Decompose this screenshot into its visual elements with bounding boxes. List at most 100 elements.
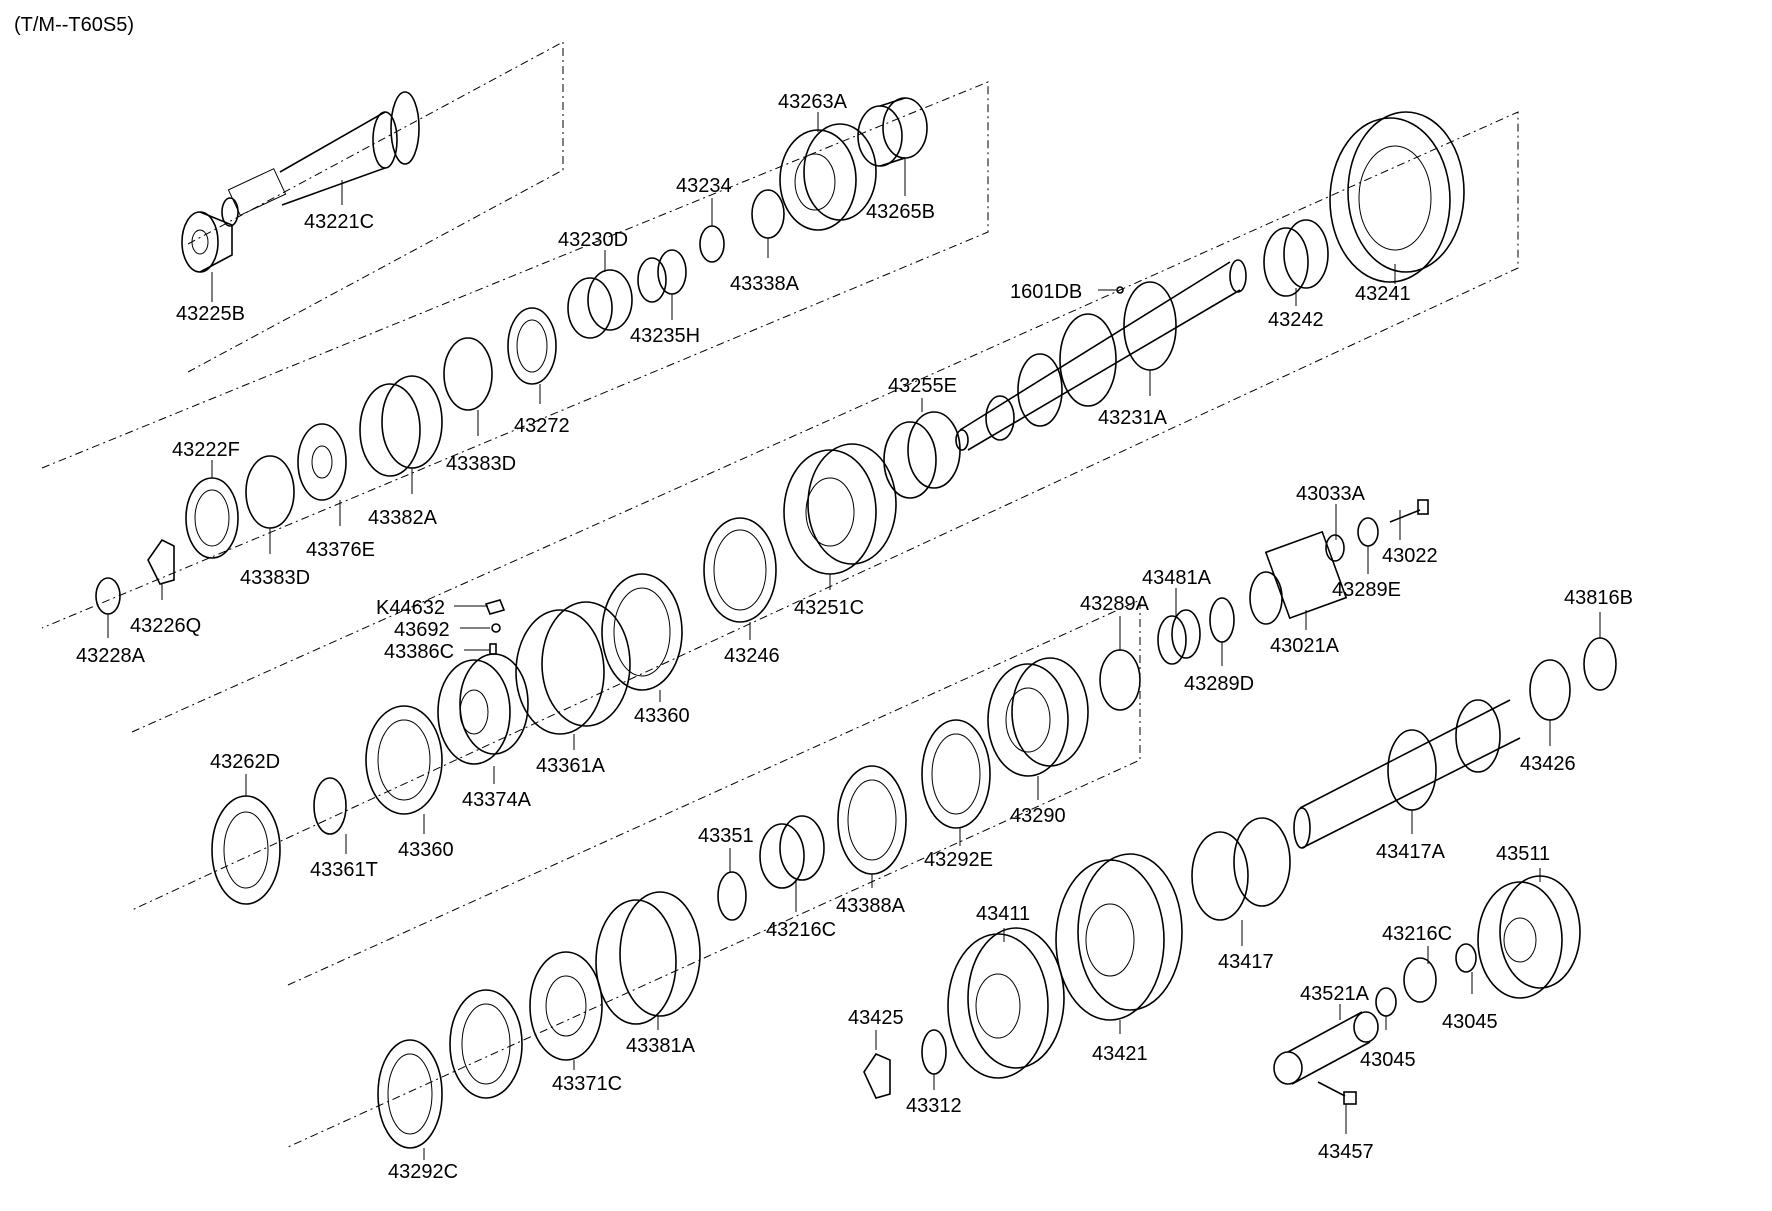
ring-43292C	[377, 1039, 443, 1149]
label-43338A: 43338A	[730, 273, 800, 295]
label-43421: 43421	[1092, 1043, 1148, 1065]
label-43289D: 43289D	[1184, 673, 1254, 695]
label-43360-upper: 43360	[634, 705, 690, 727]
oring-43033A	[1325, 534, 1345, 562]
snap-ring-43361T	[313, 777, 347, 835]
ring-43816B	[1583, 637, 1617, 691]
key-K44632	[484, 599, 506, 615]
gear-43263A	[779, 123, 877, 231]
label-43216C-lower: 43216C	[1382, 923, 1452, 945]
group-box-input-shaft	[187, 41, 564, 373]
hub-43371C	[529, 951, 603, 1061]
needle-bearing-43265B	[857, 97, 928, 167]
ring-43360-upper	[601, 573, 683, 691]
label-43234: 43234	[676, 175, 732, 197]
ring-43246	[703, 517, 777, 623]
label-43231A: 43231A	[1098, 407, 1168, 429]
sleeve-43382A	[359, 375, 443, 477]
hub-43374A	[437, 653, 529, 765]
label-43235H: 43235H	[630, 325, 700, 347]
needle-bearing-43242	[1263, 219, 1329, 297]
ring-43388A	[837, 765, 907, 875]
counter-shaft-43417A	[1293, 699, 1521, 849]
oring-43045-left	[1375, 987, 1397, 1017]
input-shaft-part	[221, 91, 420, 227]
label-43386C: 43386C	[384, 641, 454, 663]
gear-43241	[1329, 111, 1465, 283]
gear-43421	[1055, 853, 1183, 1021]
label-43312: 43312	[906, 1095, 962, 1117]
snap-ring-43351	[717, 871, 747, 921]
label-43816B: 43816B	[1564, 587, 1633, 609]
label-43045-right: 43045	[1442, 1011, 1498, 1033]
label-43292C: 43292C	[388, 1161, 458, 1183]
diagram-title: (T/M--T60S5)	[14, 14, 134, 36]
idler-shaft-43521A	[1273, 1011, 1379, 1085]
leader-lines	[107, 112, 1601, 1160]
group-box-synchro-upper	[41, 81, 989, 629]
gear-43251C	[783, 443, 897, 575]
hub-43376E	[297, 423, 347, 501]
label-43033A: 43033A	[1296, 483, 1366, 505]
label-43692: 43692	[394, 619, 450, 641]
ring-43360-lower	[365, 705, 443, 815]
needle-bearing-43255E	[883, 411, 961, 499]
label-43021A: 43021A	[1270, 635, 1340, 657]
bolt-43457	[1317, 1081, 1357, 1105]
label-43262D: 43262D	[210, 751, 280, 773]
needle-bearing-43216C-lower	[1403, 957, 1437, 1003]
gear-43230D	[567, 269, 633, 339]
part-label-group: 43221C 43225B 43263A 43265B 43234 43338A…	[76, 91, 1633, 1183]
label-43382A: 43382A	[368, 507, 438, 529]
label-43222F: 43222F	[172, 439, 240, 461]
label-43351: 43351	[698, 825, 754, 847]
ring-43383D-lower	[245, 455, 295, 529]
label-43360-lower: 43360	[398, 839, 454, 861]
label-43411: 43411	[976, 903, 1030, 925]
label-43251C: 43251C	[794, 597, 864, 619]
label-43417A: 43417A	[1376, 841, 1446, 863]
label-43371C: 43371C	[552, 1073, 622, 1095]
label-43361T: 43361T	[310, 859, 378, 881]
gear-cluster-43417	[1191, 817, 1291, 921]
ring-43383D-upper	[443, 337, 493, 411]
gear-43411	[947, 927, 1065, 1079]
label-43216C-upper: 43216C	[766, 919, 836, 941]
label-43246: 43246	[724, 645, 780, 667]
label-43457: 43457	[1318, 1141, 1374, 1163]
gear-43290	[987, 657, 1089, 777]
oring-43045-right	[1455, 943, 1477, 973]
washer-43289A	[1099, 649, 1141, 711]
label-43290: 43290	[1010, 805, 1066, 827]
label-43383D-upper: 43383D	[446, 453, 516, 475]
group-box-main-shaft	[131, 111, 1519, 911]
ring-43262D	[211, 795, 281, 905]
bolt-43022	[1389, 499, 1429, 523]
washer-43289E	[1357, 517, 1379, 547]
label-43361A: 43361A	[536, 755, 606, 777]
label-43221C: 43221C	[304, 211, 374, 233]
housing-43021A	[1249, 530, 1348, 625]
label-43022: 43022	[1382, 545, 1438, 567]
label-43376E: 43376E	[306, 539, 375, 561]
plug-1601DB	[1116, 286, 1124, 294]
label-43225B: 43225B	[176, 303, 245, 325]
label-43289A: 43289A	[1080, 593, 1150, 615]
label-43226Q: 43226Q	[130, 615, 201, 637]
label-43374A: 43374A	[462, 789, 532, 811]
label-43481A: 43481A	[1142, 567, 1212, 589]
label-43265B: 43265B	[866, 201, 935, 223]
spring-43692	[491, 623, 501, 633]
label-43228A: 43228A	[76, 645, 146, 667]
sleeve-43381A	[595, 891, 701, 1025]
label-43263A: 43263A	[778, 91, 848, 113]
label-43511: 43511	[1496, 843, 1550, 865]
label-43521A: 43521A	[1300, 983, 1370, 1005]
bevel-gear-part	[181, 211, 233, 273]
label-43381A: 43381A	[626, 1035, 696, 1057]
group-box-lower	[287, 599, 1141, 1148]
label-43230D: 43230D	[558, 229, 628, 251]
label-43241: 43241	[1355, 283, 1411, 305]
label-43045-left: 43045	[1360, 1049, 1416, 1071]
